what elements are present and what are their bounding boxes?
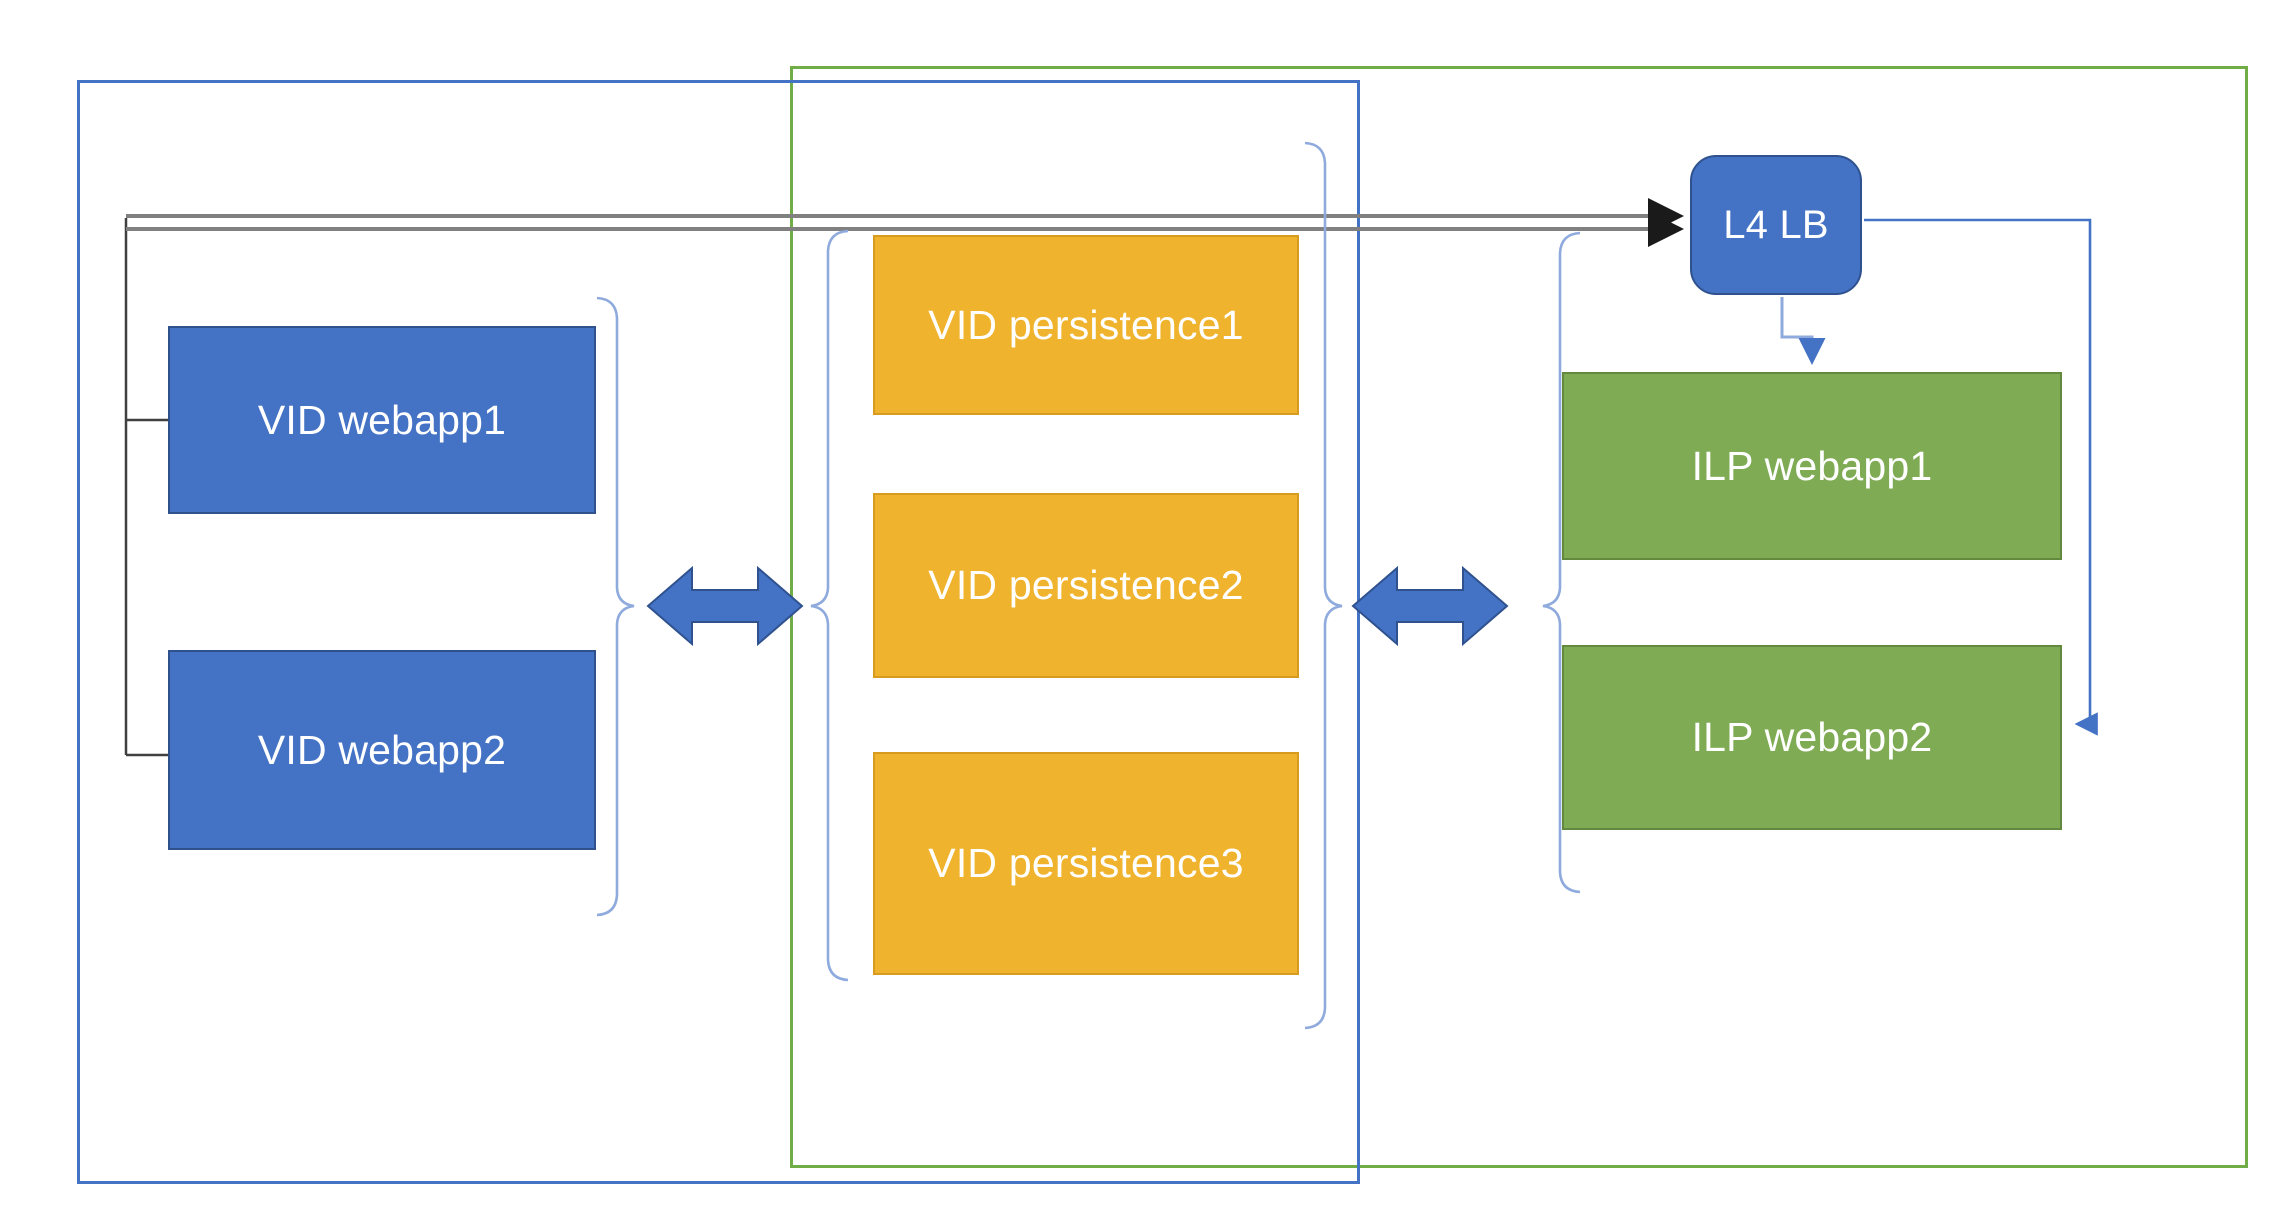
node-label: ILP webapp1: [1691, 442, 1933, 489]
node-label: VID persistence3: [928, 840, 1244, 886]
node-ilp-webapp1[interactable]: ILP webapp1: [1562, 372, 2062, 560]
node-label: VID persistence1: [928, 301, 1244, 348]
node-vid-persistence3[interactable]: VID persistence3: [873, 752, 1299, 975]
node-l4-load-balancer[interactable]: L4 LB: [1690, 155, 1862, 295]
node-vid-persistence2[interactable]: VID persistence2: [873, 493, 1299, 678]
node-label: VID webapp2: [257, 726, 507, 773]
node-label: ILP webapp2: [1691, 714, 1933, 760]
node-ilp-webapp2[interactable]: ILP webapp2: [1562, 645, 2062, 830]
node-label: L4 LB: [1723, 202, 1829, 247]
node-vid-webapp2[interactable]: VID webapp2: [168, 650, 596, 850]
node-vid-persistence1[interactable]: VID persistence1: [873, 235, 1299, 415]
node-vid-webapp1[interactable]: VID webapp1: [168, 326, 596, 514]
node-label: VID webapp1: [257, 396, 507, 443]
node-label: VID persistence2: [928, 562, 1244, 608]
